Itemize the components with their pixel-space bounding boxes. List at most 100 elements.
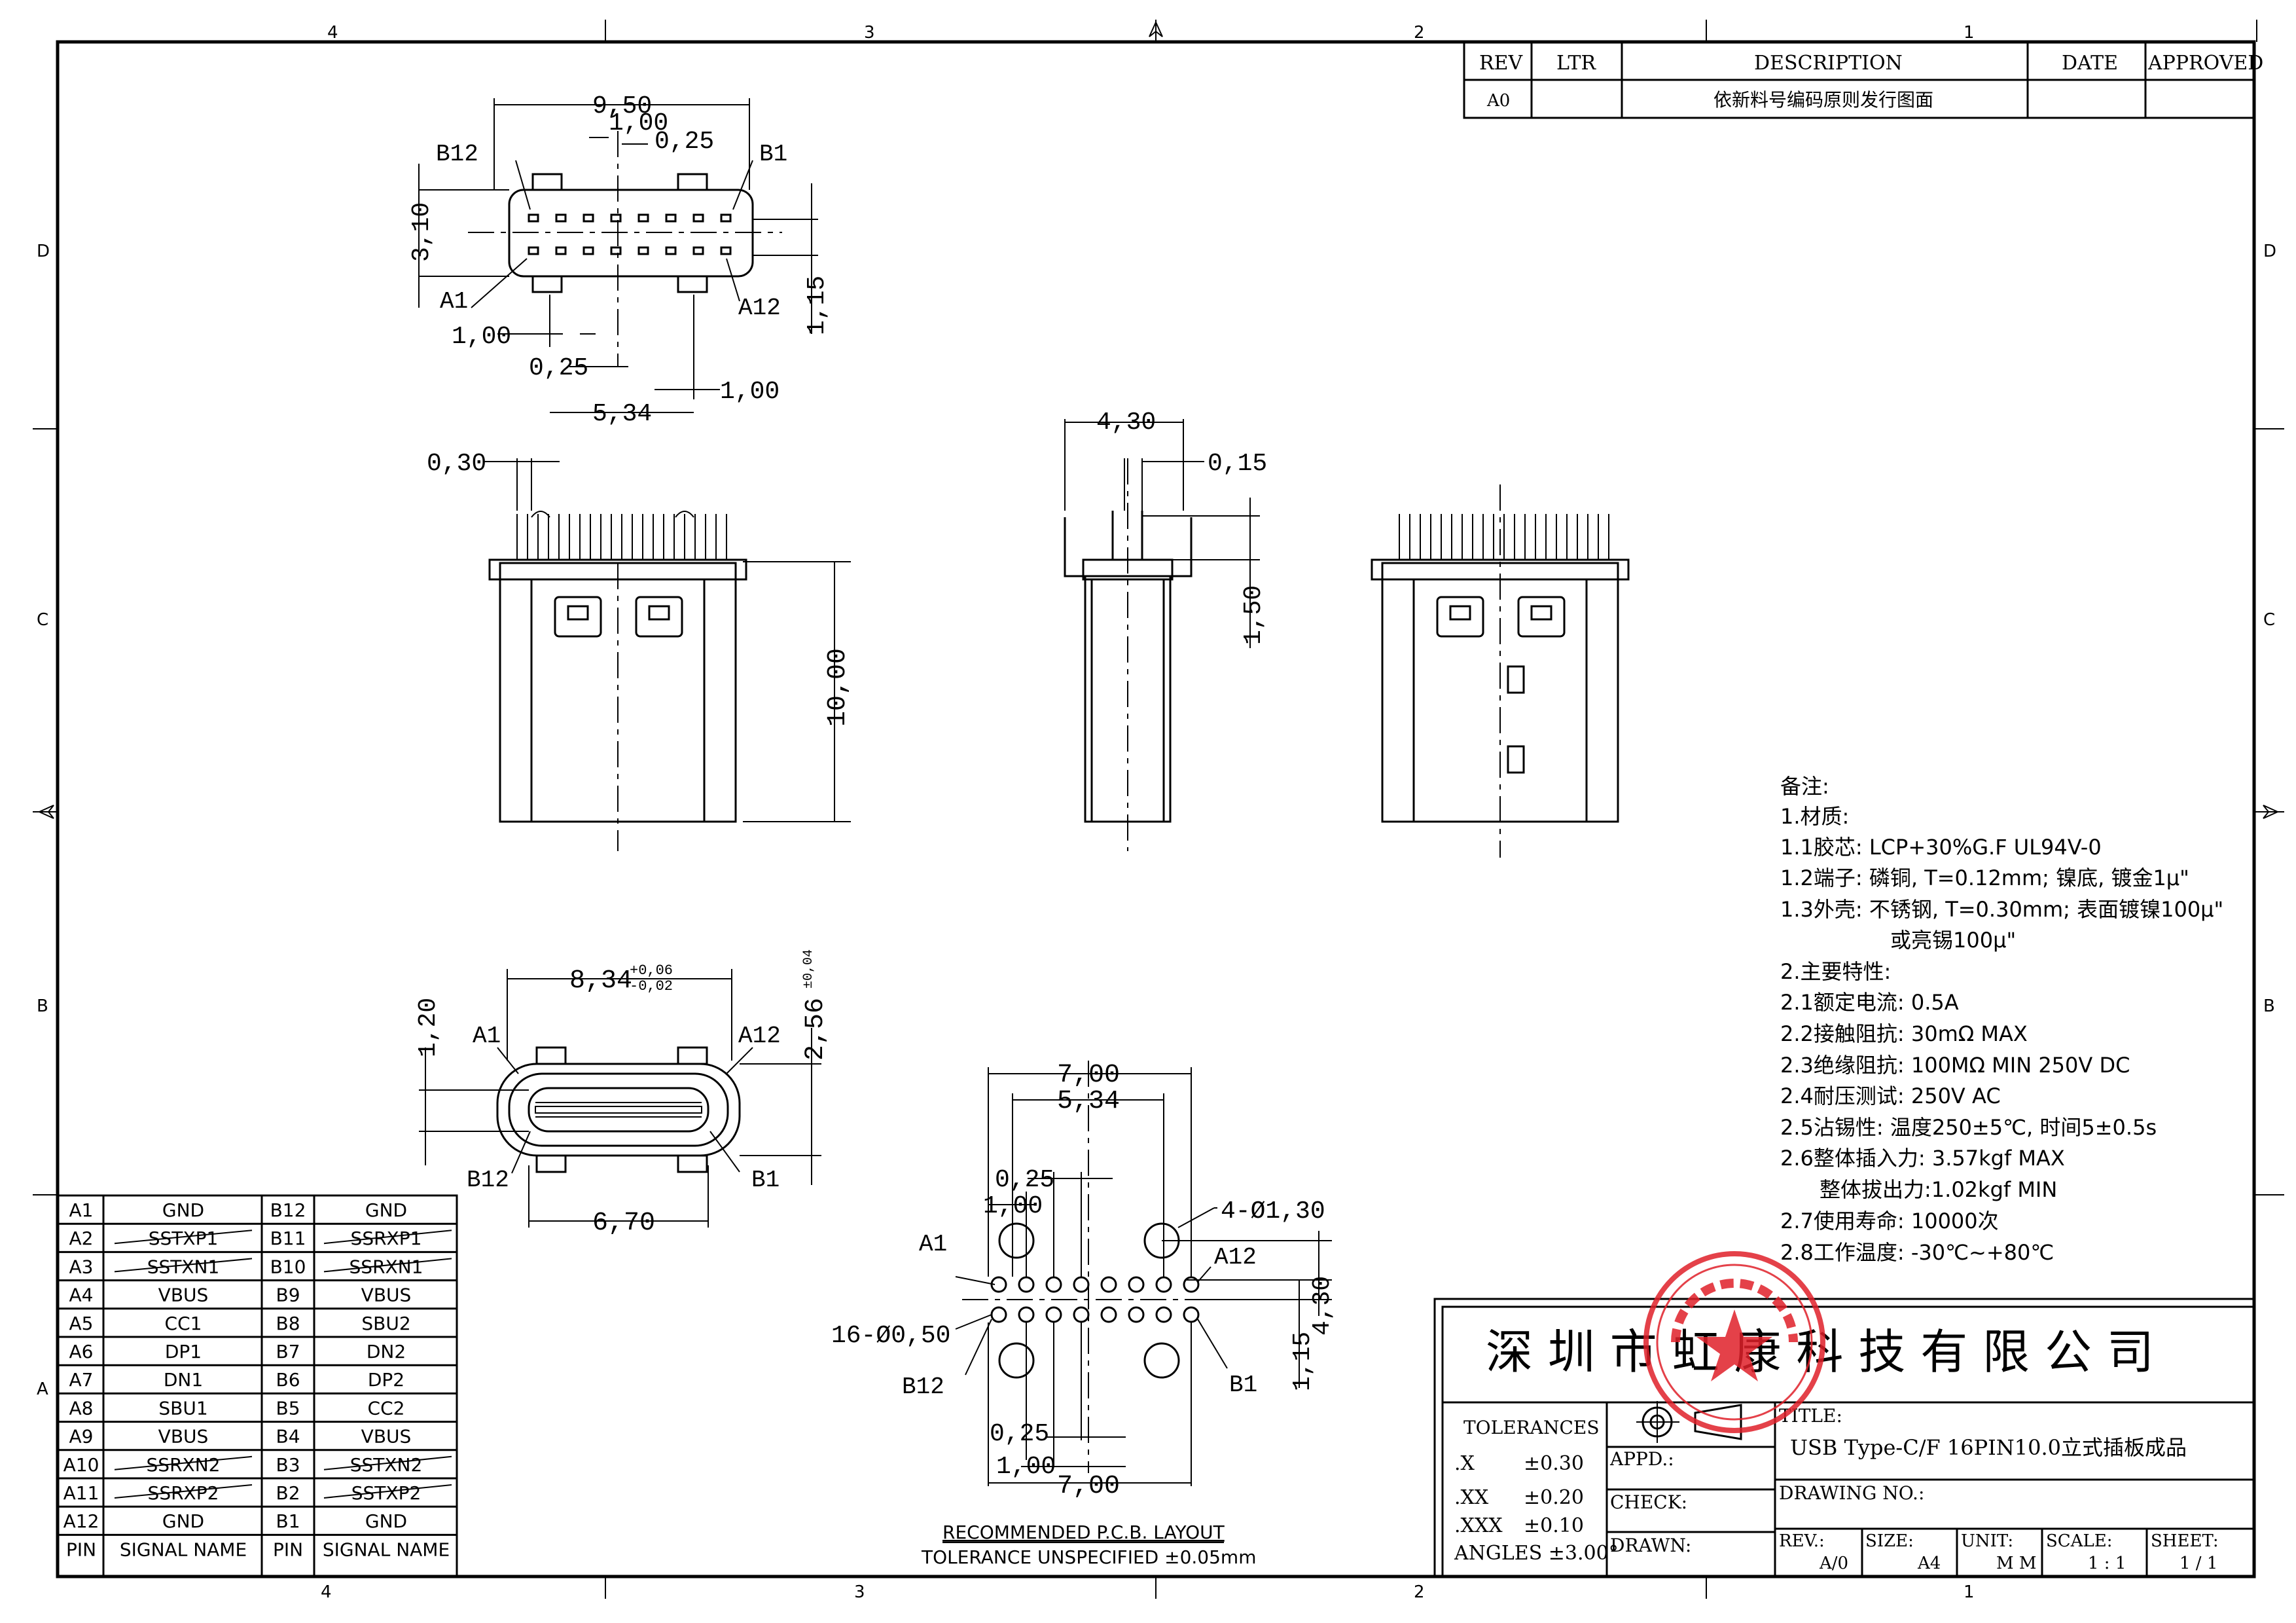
pin-table-header: SIGNAL NAME (120, 1539, 247, 1560)
zone-row-b-right: B (2263, 996, 2275, 1016)
dim-top-0-25-lower: 0,25 (529, 354, 588, 382)
label-top-b1: B1 (759, 141, 787, 168)
note-line-2: 1.1胶芯: LCP+30%G.F UL94V-0 (1780, 835, 2102, 860)
pin-number: A7 (69, 1369, 94, 1391)
pin-number: A3 (69, 1256, 94, 1277)
dim-pcb-1-00-bottom: 1,00 (996, 1453, 1056, 1481)
label-pcb-b1: B1 (1229, 1372, 1257, 1398)
dim-top-1-00-right: 1,00 (720, 378, 780, 406)
signal-name: VBUS (361, 1426, 412, 1448)
notes: 备注: 1.材质: 1.1胶芯: LCP+30%G.F UL94V-0 1.2端… (1780, 774, 2223, 1265)
zone-col-4-bottom: 4 (321, 1582, 332, 1602)
pcb-caption-tolerance: TOLERANCE UNSPECIFIED ±0.05mm (921, 1546, 1256, 1568)
label-mating-a12: A12 (738, 1023, 781, 1049)
zone-labels: 4 3 2 1 4 3 2 1 D C B A D C B (37, 23, 2276, 1602)
title-label: TITLE: (1779, 1405, 1842, 1427)
pin-number: A9 (69, 1426, 94, 1448)
side-view: 4,30 0,15 1,50 (1064, 409, 1268, 851)
pin-number: B5 (276, 1397, 300, 1419)
top-view-pads-row-a (528, 246, 732, 255)
dim-mating-2-56: 2,56 (801, 998, 831, 1061)
note-line-3: 1.2端子: 磷铜, T=0.12mm; 镍底, 镀金1μ" (1780, 866, 2189, 890)
drawing-frame (33, 20, 2284, 1599)
check-label: CHECK: (1610, 1491, 1687, 1513)
label-top-a12: A12 (738, 295, 781, 321)
rev-header-rev: REV (1479, 52, 1523, 75)
signal-name: VBUS (158, 1285, 209, 1306)
dim-mating-8-34-tol-upper: +0,06 (630, 962, 673, 979)
note-line-7: 2.1额定电流: 0.5A (1780, 990, 1959, 1015)
pin-number: A5 (69, 1313, 94, 1334)
pin-number: B11 (270, 1228, 306, 1249)
dim-pcb-16-holes: 16-Ø0,50 (831, 1322, 950, 1350)
signal-name: VBUS (158, 1426, 209, 1448)
zone-col-2-bottom: 2 (1414, 1582, 1425, 1602)
zone-row-d-left: D (37, 242, 50, 261)
pin-number: A11 (63, 1482, 99, 1504)
top-view-pads-row-b (528, 213, 732, 223)
dim-top-1-00-left: 1,00 (452, 323, 511, 351)
notes-heading: 备注: (1780, 774, 1829, 799)
dim-pcb-1-15: 1,15 (1289, 1332, 1317, 1391)
mating-face-view: 8,34 +0,06 -0,02 2,56 ±0,04 1,20 6,70 A1… (414, 949, 831, 1238)
pcb-pads-row-b (990, 1306, 1200, 1323)
zone-col-3-top: 3 (864, 23, 875, 43)
dim-top-9-50: 9,50 (592, 92, 652, 120)
drawn-label: DRAWN: (1610, 1535, 1691, 1556)
scale-label: SCALE: (2046, 1531, 2113, 1551)
zone-row-a-left: A (37, 1379, 48, 1399)
signal-name: SSRXP1 (351, 1228, 422, 1249)
dim-pcb-7-00-top: 7,00 (1057, 1061, 1120, 1090)
tol-xx-label: .XX (1454, 1486, 1489, 1509)
signal-name: SSRXN1 (350, 1256, 423, 1277)
dim-mating-6-70: 6,70 (592, 1209, 655, 1238)
tol-x-label: .X (1454, 1452, 1475, 1475)
zone-row-c-right: C (2263, 610, 2275, 630)
pin-number: B10 (270, 1256, 306, 1277)
dim-top-1-15: 1,15 (803, 276, 831, 335)
scale-value: 1 : 1 (2088, 1554, 2126, 1573)
signal-name: SBU2 (361, 1313, 410, 1334)
note-line-1: 1.材质: (1780, 804, 1849, 829)
pin-number: A10 (63, 1454, 99, 1476)
signal-name: DN2 (367, 1341, 406, 1362)
note-line-11: 2.5沾锡性: 温度250±5℃, 时间5±0.5s (1780, 1115, 2157, 1140)
rev-header-ltr: LTR (1556, 52, 1596, 75)
signal-name: SSTXN1 (147, 1256, 220, 1277)
note-line-12: 2.6整体插入力: 3.57kgf MAX (1780, 1146, 2065, 1171)
pin-number: B2 (276, 1482, 300, 1504)
pin-number: B8 (276, 1313, 300, 1334)
pin-number: B6 (276, 1369, 300, 1391)
pin-table-header: SIGNAL NAME (323, 1539, 450, 1560)
signal-name: SSTXP2 (351, 1482, 422, 1504)
pin-table-header: PIN (66, 1539, 96, 1560)
dim-side-0-15: 0,15 (1208, 450, 1267, 478)
signal-name: VBUS (361, 1285, 412, 1306)
dim-front-10-00: 10,00 (823, 648, 853, 727)
note-line-15: 2.8工作温度: -30℃~+80℃ (1780, 1240, 2054, 1265)
dim-top-5-34: 5,34 (592, 400, 652, 428)
note-line-5: 或亮锡100μ" (1890, 928, 2016, 953)
drawing-no-label: DRAWING NO.: (1779, 1482, 1924, 1504)
dim-pcb-0-25-bottom: 0,25 (990, 1420, 1049, 1448)
unit-label: UNIT: (1961, 1531, 2013, 1551)
pin-number: A8 (69, 1397, 94, 1419)
zone-row-b-left: B (37, 996, 48, 1016)
pin-number: A4 (69, 1285, 94, 1306)
signal-name: DP2 (368, 1369, 404, 1391)
dim-front-0-30: 0,30 (427, 450, 486, 478)
zone-col-4-top: 4 (327, 23, 338, 43)
pcb-pads-row-a (990, 1276, 1200, 1293)
label-mating-a1: A1 (473, 1023, 501, 1049)
label-mating-b12: B12 (467, 1167, 509, 1194)
signal-strike-mark (114, 1484, 253, 1499)
signal-name: DN1 (164, 1369, 203, 1391)
zone-col-3-bottom: 3 (854, 1582, 865, 1602)
dim-side-1-50: 1,50 (1240, 585, 1268, 645)
sheet-value: 1 / 1 (2179, 1554, 2217, 1573)
dim-pcb-0-25-top: 0,25 (995, 1166, 1054, 1194)
pcb-caption-title: RECOMMENDED P.C.B. LAYOUT (942, 1522, 1225, 1543)
rev-header-date: DATE (2062, 52, 2118, 75)
